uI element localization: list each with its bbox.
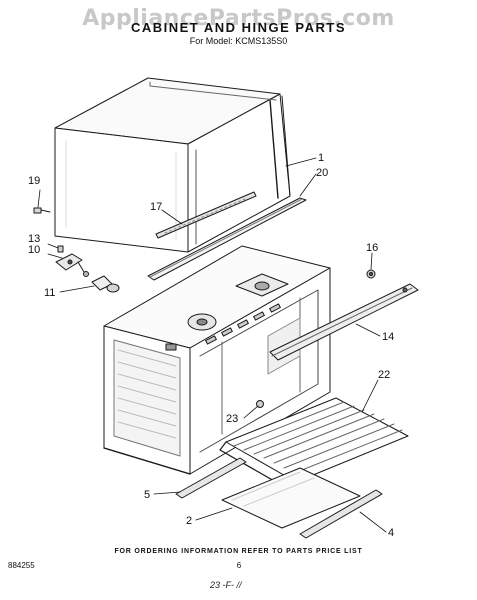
diagram-title: CABINET AND HINGE PARTS: [130, 20, 347, 35]
callout-14: 14: [382, 331, 394, 343]
oven-cavity-chassis: [103, 245, 331, 475]
callout-1: 1: [318, 152, 324, 164]
lamp-assembly-part-11: [91, 275, 120, 293]
callout-13: 13: [28, 233, 40, 245]
nut-part-16: [366, 269, 376, 279]
glass-panel-part-2: [221, 467, 361, 529]
screw-part-19: [33, 207, 51, 214]
callout-22: 22: [378, 369, 390, 381]
callout-10: 10: [28, 244, 40, 256]
callout-2: 2: [186, 515, 192, 527]
callout-5: 5: [144, 489, 150, 501]
model-subtitle: For Model: KCMS135S0: [189, 36, 288, 46]
leader-lines: [37, 157, 387, 533]
callout-16: 16: [366, 242, 378, 254]
callout-20: 20: [316, 167, 328, 179]
hinge-bar-part-14: [269, 283, 419, 361]
hinge-bracket-parts-13-10: [55, 245, 89, 277]
front-strip-part-5: [175, 457, 247, 499]
callout-11: 11: [44, 287, 55, 299]
callout-19: 19: [28, 175, 40, 187]
ordering-info-note: FOR ORDERING INFORMATION REFER TO PARTS …: [114, 548, 363, 555]
handwritten-note: 23 -F- //: [210, 580, 242, 590]
trim-strip-part-17: [155, 191, 257, 239]
callout-4: 4: [388, 527, 394, 539]
callout-17: 17: [150, 201, 162, 213]
page-number: 6: [236, 561, 242, 570]
bottom-rail-part-20: [147, 197, 307, 281]
document-number: 884255: [8, 561, 35, 570]
oven-rack-part-22: [219, 397, 409, 491]
watermark-text: AppliancePartsPros.com: [82, 6, 395, 31]
callout-23: 23: [226, 413, 238, 425]
rear-strip-part-4: [299, 489, 383, 539]
